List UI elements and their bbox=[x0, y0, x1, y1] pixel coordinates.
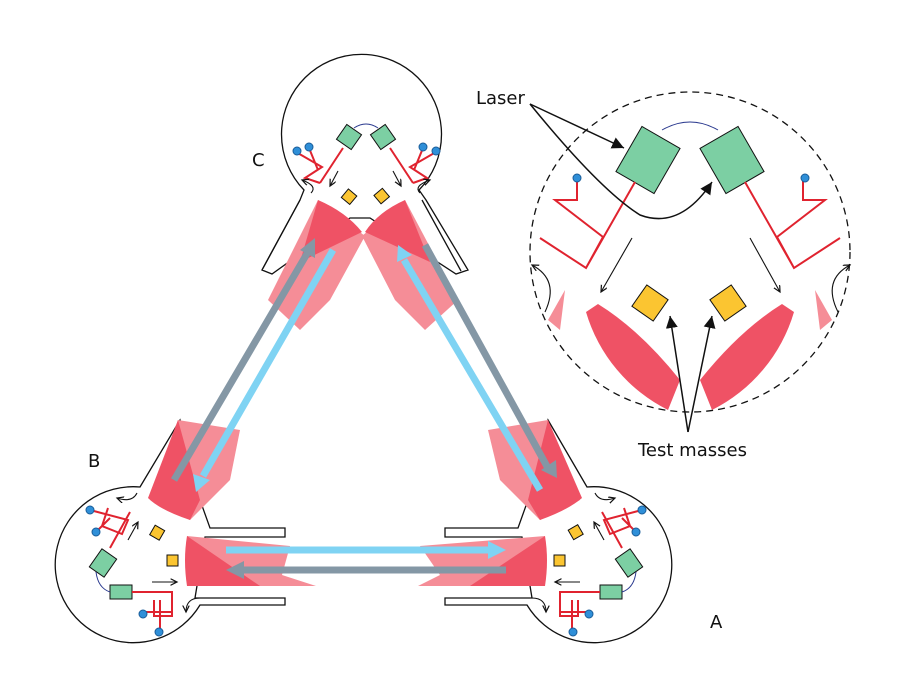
link-arrowhead bbox=[193, 474, 210, 492]
inset-circle bbox=[529, 91, 851, 413]
photodetector-icon bbox=[418, 142, 428, 152]
fiber-link bbox=[621, 571, 637, 593]
photodetector-icon bbox=[631, 527, 641, 537]
link-arrowhead bbox=[488, 541, 506, 559]
laser-icon bbox=[369, 123, 397, 151]
link-arrowhead bbox=[397, 245, 412, 262]
beam-direction-arrow bbox=[186, 597, 201, 612]
test-mass-icon bbox=[709, 284, 747, 322]
beam-direction-arrow bbox=[594, 492, 615, 500]
link-arrow-b-to-c bbox=[170, 250, 312, 482]
fiber-link bbox=[353, 123, 379, 129]
fiber-link bbox=[95, 571, 111, 593]
beam-direction-arrow bbox=[749, 237, 780, 292]
beam-direction-arrow bbox=[831, 265, 850, 313]
telescope-beam bbox=[148, 420, 200, 520]
fiber-link bbox=[661, 121, 719, 131]
telescope-beam bbox=[586, 304, 680, 410]
callout-arrow bbox=[529, 103, 713, 220]
spacecraft-a: A bbox=[444, 418, 723, 644]
optical-bench bbox=[295, 147, 437, 184]
link-arrow-c-to-a bbox=[421, 243, 553, 472]
test-mass-icon bbox=[567, 523, 584, 541]
telescope-beam bbox=[365, 200, 430, 262]
photodetector-icon bbox=[154, 627, 164, 637]
photodetector-icon bbox=[431, 146, 441, 156]
telescope-beam bbox=[700, 304, 794, 410]
callouts: Laser Test masses bbox=[476, 88, 747, 461]
photodetector-icon bbox=[584, 609, 594, 619]
test-mass-icon bbox=[631, 284, 669, 322]
laser-icon bbox=[614, 548, 644, 578]
test-mass-icon bbox=[373, 187, 391, 205]
laser-icon bbox=[88, 548, 118, 578]
photodetector-icon bbox=[91, 527, 101, 537]
beam-direction-arrow bbox=[392, 170, 401, 186]
spacecraft-b: B bbox=[54, 418, 286, 644]
test-mass-icon bbox=[148, 524, 166, 541]
link-arrowhead bbox=[541, 460, 557, 478]
beam-direction-arrow bbox=[417, 180, 430, 194]
laser-icon bbox=[109, 584, 133, 600]
laser-icon bbox=[599, 584, 623, 600]
test-mass-icon bbox=[340, 188, 358, 206]
photodetector-icon bbox=[292, 146, 302, 156]
telescope-beam bbox=[815, 290, 832, 330]
beam-direction-arrow bbox=[594, 522, 605, 541]
test-mass-icon bbox=[553, 554, 566, 567]
telescope-beam bbox=[300, 200, 362, 262]
telescope-beam bbox=[548, 290, 565, 330]
beam-direction-arrow bbox=[117, 492, 138, 500]
callout-arrow bbox=[687, 315, 716, 433]
photodetector-icon bbox=[800, 173, 810, 183]
inset-detail bbox=[529, 91, 851, 413]
laser-links bbox=[170, 238, 557, 579]
test-masses-callout-label: Test masses bbox=[637, 440, 747, 461]
laser-callout-label: Laser bbox=[476, 88, 526, 109]
photodetector-icon bbox=[85, 505, 95, 515]
link-arrowhead bbox=[300, 238, 315, 258]
callout-arrow bbox=[529, 103, 625, 149]
optical-bench bbox=[539, 180, 841, 270]
beam-direction-arrow bbox=[531, 597, 546, 612]
beam-direction-arrow bbox=[532, 265, 551, 313]
spacecraft-label-a: A bbox=[710, 612, 723, 633]
callout-arrow bbox=[665, 315, 689, 433]
link-arrow-c-to-b bbox=[199, 248, 337, 478]
spacecraft-label-b: B bbox=[88, 451, 100, 472]
photodetector-icon bbox=[138, 609, 148, 619]
photodetector-icon bbox=[568, 627, 578, 637]
beam-direction-arrow bbox=[330, 170, 339, 186]
spacecraft-label-c: C bbox=[252, 150, 265, 171]
link-arrowhead bbox=[226, 561, 244, 579]
beam-direction-arrow bbox=[601, 237, 633, 292]
link-arrow-a-to-c bbox=[400, 258, 544, 492]
photodetector-icon bbox=[304, 142, 314, 152]
beam-direction-arrow bbox=[302, 180, 314, 194]
laser-icon bbox=[335, 123, 363, 151]
wall bbox=[421, 199, 462, 272]
wall bbox=[261, 199, 301, 271]
photodetector-icon bbox=[572, 173, 582, 183]
beam-direction-arrow bbox=[127, 522, 138, 541]
test-mass-icon bbox=[166, 554, 179, 567]
photodetector-icon bbox=[637, 505, 647, 515]
